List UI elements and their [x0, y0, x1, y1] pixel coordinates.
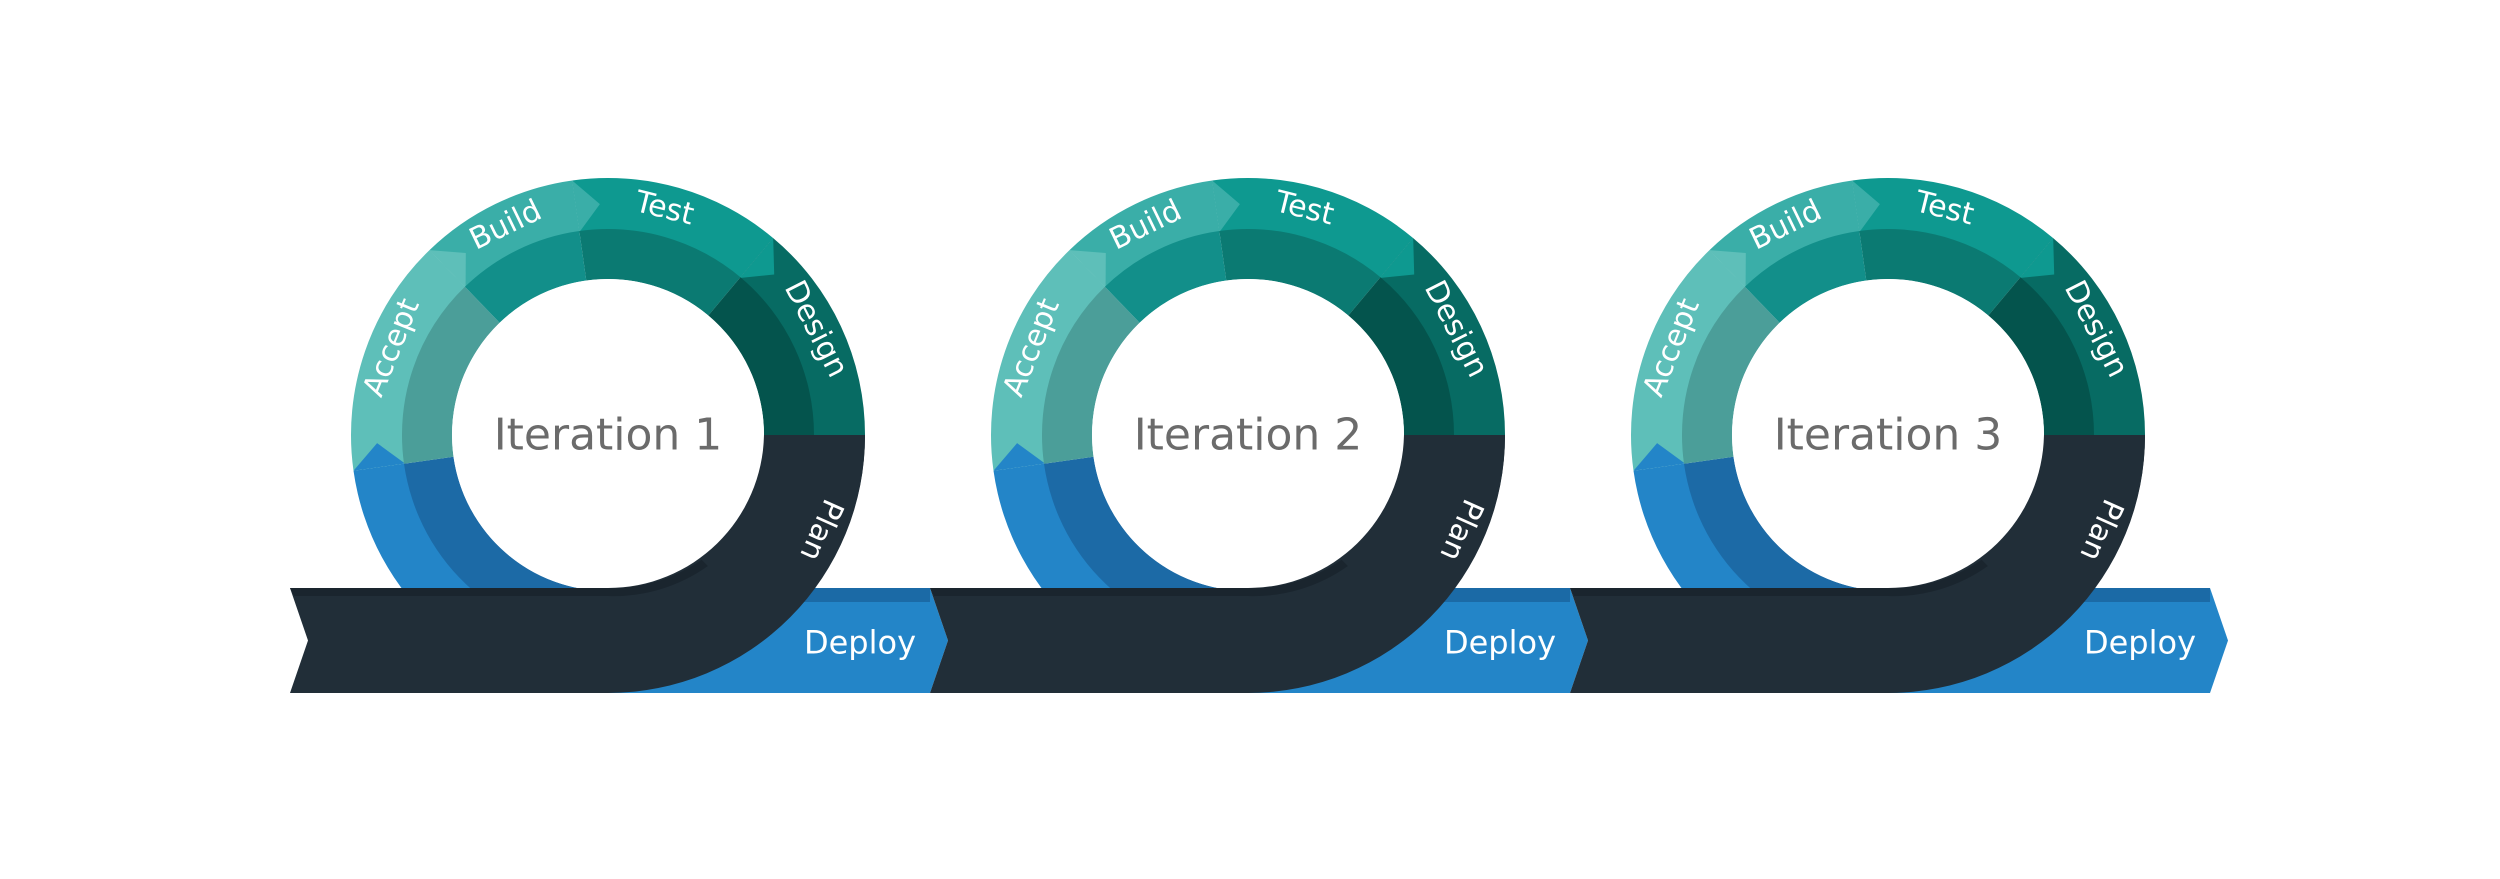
build-inner-ring: [464, 231, 587, 323]
design-ring-segment: [2019, 238, 2145, 435]
design-ring-segment: [739, 238, 865, 435]
design-ring-segment: [1379, 238, 1505, 435]
build-ring-segment: [1709, 180, 1860, 288]
iteration-center: [1732, 279, 2044, 591]
build-chevron-tip: [572, 180, 600, 232]
build-ring-segment: [1069, 180, 1220, 288]
plan-band-shade: [930, 559, 1348, 597]
iteration-title: Iteration 2: [1134, 410, 1363, 461]
deploy-arrow-shadow: [788, 588, 930, 602]
test-inner-ring: [1859, 228, 2021, 316]
test-ring-segment: [1212, 177, 1414, 278]
design-inner-ring: [1988, 277, 2094, 435]
deploy-label: Deploy: [2084, 624, 2196, 662]
deploy-chevron-tip: [353, 443, 405, 471]
accept-chevron-tip: [1709, 250, 1746, 288]
plan-band: [290, 435, 866, 693]
deploy-chevron-tip: [1633, 443, 1685, 471]
test-chevron-tip: [2019, 238, 2055, 278]
build-inner-ring: [1104, 231, 1227, 323]
accept-chevron-tip: [429, 250, 466, 288]
deploy-label: Deploy: [1444, 624, 1556, 662]
test-chevron-tip: [739, 238, 775, 278]
test-ring-segment: [572, 177, 774, 278]
accept-inner-ring: [1041, 286, 1140, 464]
test-chevron-tip: [1379, 238, 1415, 278]
accept-chevron-tip: [1069, 250, 1106, 288]
test-inner-ring: [1219, 228, 1381, 316]
accept-inner-ring: [401, 286, 500, 464]
deploy-chevron-tip: [993, 443, 1045, 471]
test-inner-ring: [579, 228, 741, 316]
build-inner-ring: [1744, 231, 1867, 323]
build-chevron-tip: [1852, 180, 1880, 232]
test-ring-segment: [1852, 177, 2054, 278]
plan-band-shade: [290, 559, 708, 597]
iteration-title: Iteration 3: [1774, 410, 2003, 461]
build-ring-segment: [429, 180, 580, 288]
plan-band: [1570, 435, 2146, 693]
accept-ring-segment: [990, 250, 1106, 471]
design-inner-ring: [708, 277, 814, 435]
deploy-arrow-shadow: [2068, 588, 2210, 602]
iteration-title: Iteration 1: [494, 410, 723, 461]
design-inner-ring: [1348, 277, 1454, 435]
build-chevron-tip: [1212, 180, 1240, 232]
accept-ring-segment: [1630, 250, 1746, 471]
deploy-arrow-shadow: [1428, 588, 1570, 602]
plan-band-shade: [1570, 559, 1988, 597]
iteration-center: [452, 279, 764, 591]
accept-inner-ring: [1681, 286, 1780, 464]
plan-band: [930, 435, 1506, 693]
deploy-label: Deploy: [804, 624, 916, 662]
accept-ring-segment: [350, 250, 466, 471]
iteration-center: [1092, 279, 1404, 591]
